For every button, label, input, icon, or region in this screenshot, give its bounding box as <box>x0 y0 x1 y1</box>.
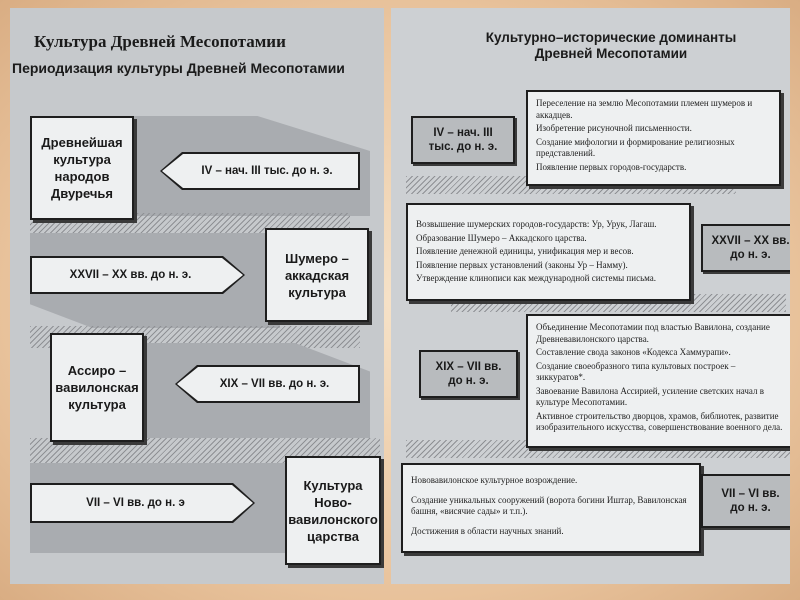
period-box: VII – VI вв. до н. э. <box>701 474 790 528</box>
section-item: Образование Шумеро – Аккадского царства. <box>416 232 587 243</box>
culture-label: Ассиро – вавилонская культура <box>55 363 139 412</box>
culture-label: Культура Ново-вавилонского царства <box>288 477 378 544</box>
section-item: Возвышение шумерских городов-государств:… <box>416 219 657 229</box>
section-item: Завоевание Вавилона Ассирией, усиление с… <box>536 385 765 408</box>
right-page-title: Культурно–исторические доминанты Древней… <box>485 30 737 61</box>
left-page-title: Культура Древней Месопотамии <box>34 32 286 51</box>
period-label: XXVII – XX вв. до н. э. <box>711 235 790 261</box>
section-item: Утверждение клинописи как международной … <box>416 273 657 283</box>
section-text: Возвышение шумерских городов-государств:… <box>406 203 691 301</box>
section-item: Составление свода законов «Кодекса Хамму… <box>536 347 731 357</box>
culture-box: Древнейшая культура народов Двуречья <box>30 116 134 220</box>
period-label: IV – нач. III тыс. до н. э. <box>162 154 358 188</box>
section-text: Переселение на землю Месопотамии племен … <box>526 90 781 186</box>
section-item: Объединение Месопотамии под властью Вави… <box>536 322 770 344</box>
period-label: XIX – VII вв. до н. э. <box>435 361 502 387</box>
section-item: Достижения в области научных знаний. <box>411 525 564 536</box>
section-item: Появление денежной единицы, унификация м… <box>416 246 634 256</box>
period-box: IV – нач. III тыс. до н. э. <box>411 116 515 164</box>
section-item: Появление первых городов-государств. <box>536 161 687 172</box>
period-box: XXVII – XX вв. до н. э. <box>701 224 790 272</box>
section-item: Переселение на землю Месопотамии племен … <box>536 98 753 120</box>
period-arrow: IV – нач. III тыс. до н. э. <box>160 152 360 190</box>
section-item: Появление первых установлений (законы Ур… <box>416 259 628 270</box>
section-item: Создание уникальных сооружений (ворота б… <box>411 494 687 517</box>
section-item: Нововавилонское культурное возрождение. <box>411 475 578 485</box>
left-page-subtitle: Периодизация культуры Древней Месопотами… <box>12 60 345 76</box>
period-label: IV – нач. III тыс. до н. э. <box>428 127 498 153</box>
culture-label: Древнейшая культура народов Двуречья <box>41 135 123 201</box>
section-item: Изобретение рисуночной письменности. <box>536 123 692 133</box>
culture-label: Шумеро – аккадская культура <box>284 250 350 300</box>
period-label: VII – VI вв. до н. э <box>32 485 253 521</box>
period-label: VII – VI вв. до н. э. <box>721 488 780 514</box>
right-page: Культурно–исторические доминанты Древней… <box>391 8 790 584</box>
section-text: Нововавилонское культурное возрождение. … <box>401 463 701 553</box>
section-item: Создание своеобразного типа культовых по… <box>536 360 736 383</box>
period-label: XIX – VII вв. до н. э. <box>177 367 358 401</box>
left-page: Культура Древней Месопотамии Периодизаци… <box>10 8 384 584</box>
section-item: Создание мифологии и формирование религи… <box>536 136 735 159</box>
period-box: XIX – VII вв. до н. э. <box>419 350 518 398</box>
section-text: Объединение Месопотамии под властью Вави… <box>526 314 790 448</box>
section-item: Активное строительство дворцов, храмов, … <box>536 410 783 433</box>
period-arrow: XXVII – XX вв. до н. э. <box>30 256 245 294</box>
culture-box: Ассиро – вавилонская культура <box>50 333 144 442</box>
culture-box: Шумеро – аккадская культура <box>265 228 369 322</box>
period-arrow: XIX – VII вв. до н. э. <box>175 365 360 403</box>
period-arrow: VII – VI вв. до н. э <box>30 483 255 523</box>
culture-box: Культура Ново-вавилонского царства <box>285 456 381 565</box>
period-label: XXVII – XX вв. до н. э. <box>32 258 243 292</box>
